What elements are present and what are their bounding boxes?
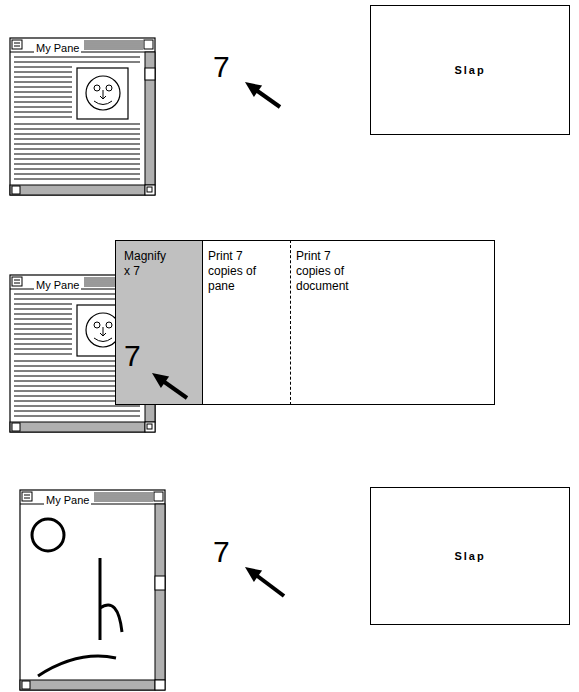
menu-highlight bbox=[115, 240, 203, 405]
menu-item: Magnify x 7 7 bbox=[115, 240, 203, 405]
cursor-arrow bbox=[245, 567, 284, 596]
count-digit: 7 bbox=[124, 339, 196, 373]
node-text: Print 7 copies of document bbox=[296, 249, 352, 294]
window-picture bbox=[10, 38, 155, 195]
slap-box: Slap bbox=[370, 5, 570, 135]
node-text: My Pane bbox=[34, 41, 81, 55]
node-text: Magnify x 7 bbox=[124, 249, 174, 279]
cursor-arrow bbox=[245, 82, 280, 107]
node-text: Print 7 copies of pane bbox=[208, 249, 264, 294]
node-text: Slap bbox=[454, 64, 485, 76]
count-digit: 7 bbox=[213, 535, 230, 569]
cursor-arrow bbox=[152, 373, 187, 398]
slap-box: Slap bbox=[370, 487, 570, 625]
menu-ground bbox=[115, 240, 495, 405]
node-text: Slap bbox=[454, 550, 485, 562]
menu-item: Print 7 copies of document bbox=[290, 240, 495, 405]
magnified-window-picture bbox=[20, 490, 165, 690]
window-title: My Pane bbox=[20, 490, 165, 690]
window-title: My Pane bbox=[10, 38, 155, 195]
menu-item: Print 7 copies of pane bbox=[203, 240, 290, 405]
node-text: My Pane bbox=[34, 278, 81, 292]
node-text: My Pane bbox=[44, 493, 91, 507]
count-digit: 7 bbox=[213, 50, 230, 84]
